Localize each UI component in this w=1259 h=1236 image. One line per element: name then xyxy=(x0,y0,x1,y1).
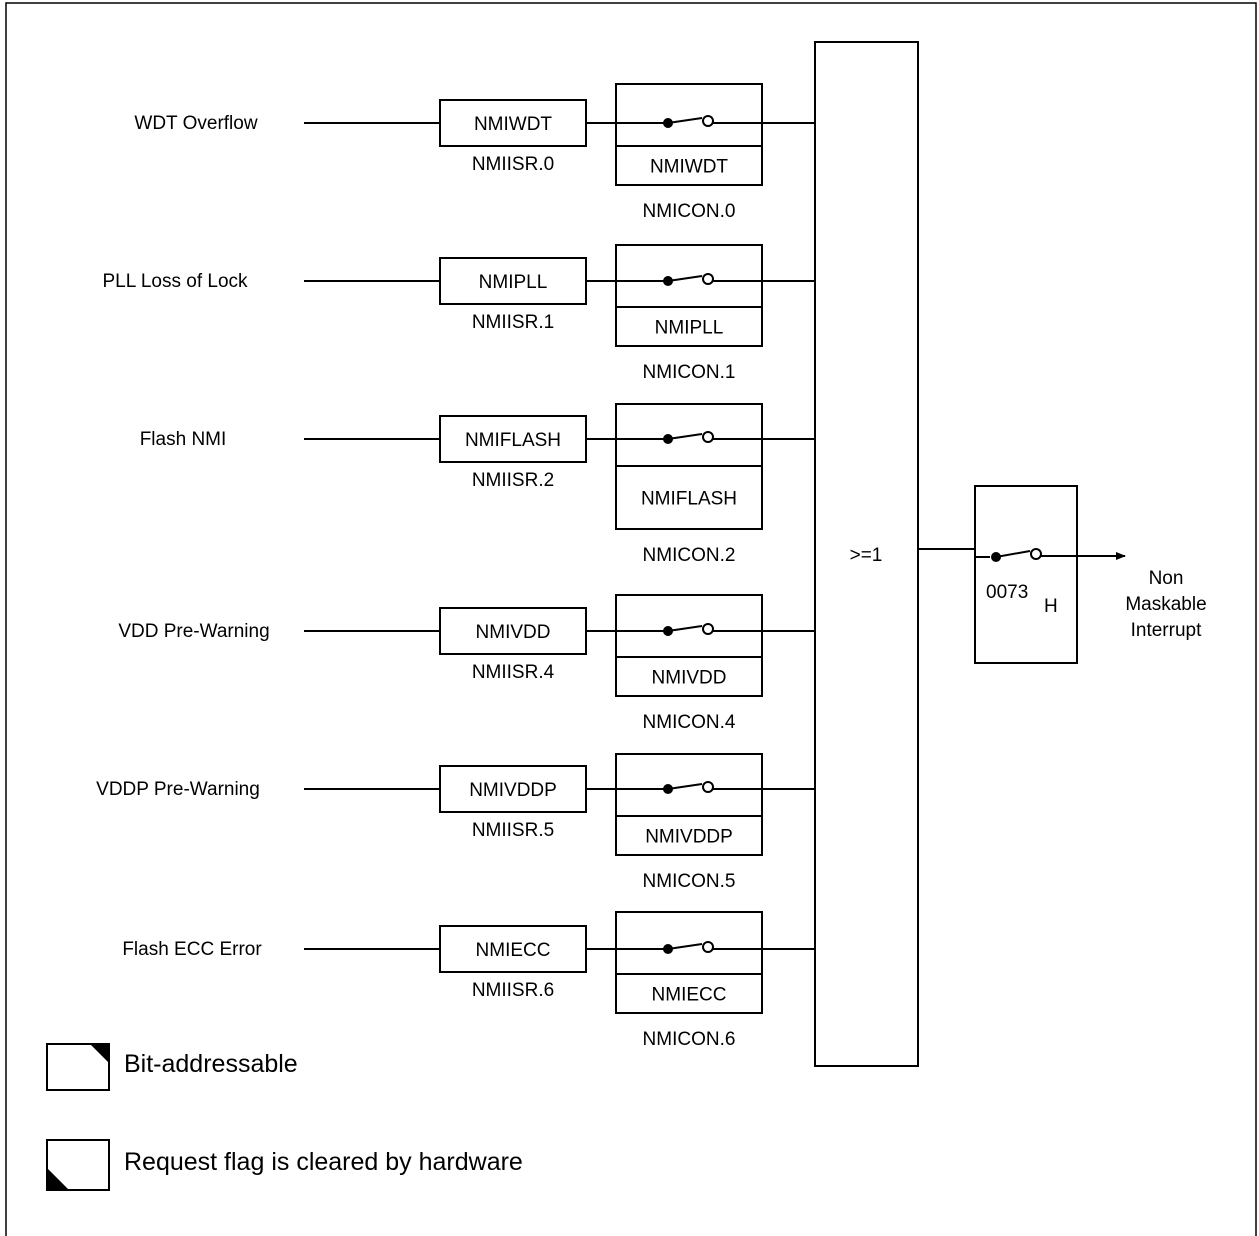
interrupt-vector-box xyxy=(974,485,1078,664)
enable-box xyxy=(615,594,763,697)
flag-box xyxy=(439,607,587,655)
signal-label: VDDP Pre-Warning xyxy=(96,779,260,800)
flag-register-label: NMIISR.0 xyxy=(472,154,554,175)
enable-register-label: NMICON.4 xyxy=(643,712,736,733)
output-label-line-3: Interrupt xyxy=(1131,620,1202,641)
enable-label: NMIVDDP xyxy=(645,827,733,848)
enable-label: NMIPLL xyxy=(655,318,724,339)
interrupt-switch-icon xyxy=(975,548,1042,562)
flag-register-label: NMIISR.6 xyxy=(472,980,554,1001)
enable-label: NMIFLASH xyxy=(641,489,737,510)
enable-register-label: NMICON.5 xyxy=(643,871,736,892)
signal-label: Flash NMI xyxy=(140,429,227,450)
legend-icon-bit-addressable xyxy=(46,1043,110,1091)
flag-box xyxy=(439,415,587,463)
flag-label: NMIVDD xyxy=(476,622,551,643)
flag-label: NMIWDT xyxy=(474,114,552,135)
diagram-border xyxy=(5,2,1257,1236)
switch-icon xyxy=(616,273,762,286)
legend-bit-addressable: Bit-addressable xyxy=(46,1043,298,1091)
signal-label: Flash ECC Error xyxy=(122,939,262,960)
switch-icon xyxy=(616,941,762,954)
legend-hardware-cleared: Request flag is cleared by hardware xyxy=(46,1139,523,1191)
flag-register-label: NMIISR.1 xyxy=(472,312,554,333)
enable-register-label: NMICON.1 xyxy=(643,362,736,383)
output-label-line-1: Non xyxy=(1149,568,1184,589)
flag-box xyxy=(439,925,587,973)
or-gate-label: >=1 xyxy=(850,545,883,566)
legend-corner-bottom-left xyxy=(47,1168,69,1190)
enable-box xyxy=(615,753,763,856)
enable-label: NMIVDD xyxy=(652,668,727,689)
switch-icon xyxy=(616,115,762,128)
signal-label: PLL Loss of Lock xyxy=(102,271,248,292)
enable-label: NMIWDT xyxy=(650,157,728,178)
enable-box xyxy=(615,911,763,1014)
switch-icon xyxy=(616,781,762,794)
vector-address: 0073 xyxy=(986,582,1028,603)
enable-box xyxy=(615,244,763,347)
flag-label: NMIFLASH xyxy=(465,430,561,451)
flag-register-label: NMIISR.5 xyxy=(472,820,554,841)
signal-label: WDT Overflow xyxy=(134,113,257,134)
flag-label: NMIVDDP xyxy=(469,780,557,801)
legend-corner-top-right xyxy=(90,1044,109,1063)
or-gate xyxy=(814,41,919,1067)
vector-suffix: H xyxy=(1044,596,1058,617)
flag-box xyxy=(439,765,587,813)
flag-label: NMIECC xyxy=(476,940,551,961)
legend-text-bit-addressable: Bit-addressable xyxy=(124,1050,298,1078)
flag-register-label: NMIISR.4 xyxy=(472,662,555,683)
enable-label: NMIECC xyxy=(652,985,727,1006)
legend-text-hardware-cleared: Request flag is cleared by hardware xyxy=(124,1148,523,1176)
enable-register-label: NMICON.0 xyxy=(643,201,736,222)
enable-register-label: NMICON.2 xyxy=(643,545,736,566)
flag-box xyxy=(439,257,587,305)
output-label-line-2: Maskable xyxy=(1125,594,1206,615)
signal-label: VDD Pre-Warning xyxy=(118,621,269,642)
enable-register-label: NMICON.6 xyxy=(643,1029,736,1050)
flag-label: NMIPLL xyxy=(479,272,548,293)
enable-box xyxy=(615,83,763,186)
flag-register-label: NMIISR.2 xyxy=(472,470,554,491)
switch-icon xyxy=(616,623,762,636)
switch-icon xyxy=(616,431,762,444)
